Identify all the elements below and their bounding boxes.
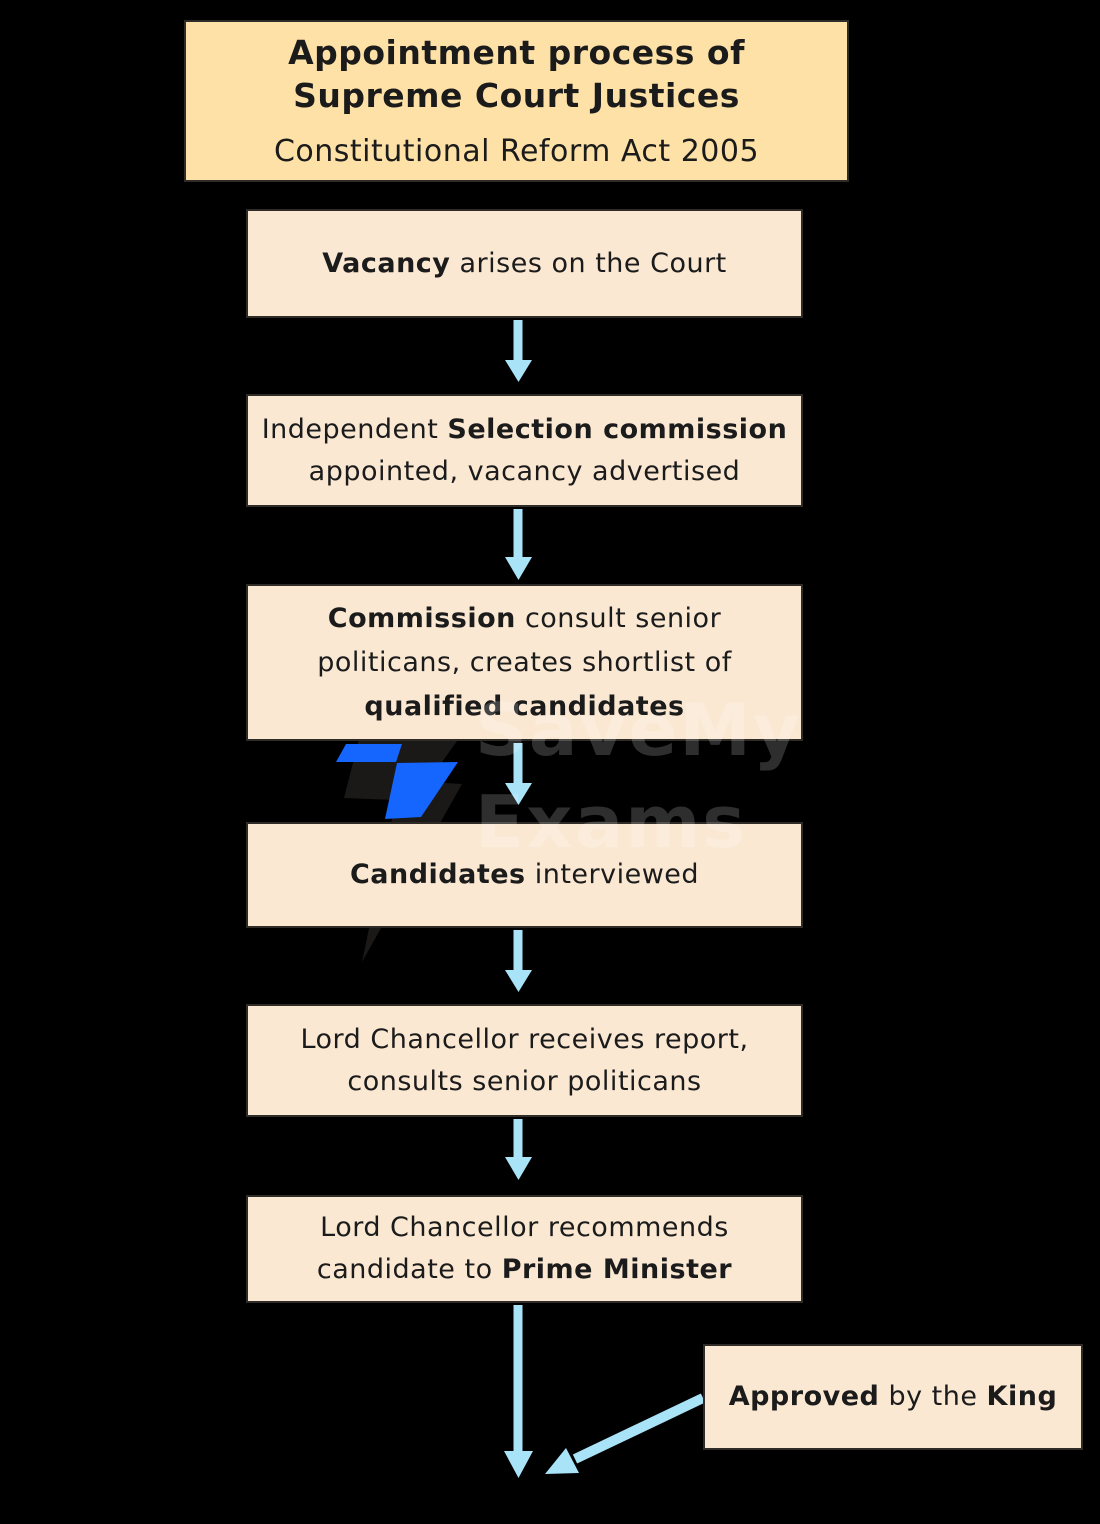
lightning-bolt-icon: [336, 744, 458, 819]
flow-box-approved-by-king: Approved by the King: [703, 1344, 1083, 1450]
flow-box-candidates-interviewed: Candidates interviewed: [246, 822, 803, 928]
arrow-down-4: [505, 930, 532, 992]
flow-arrows: [504, 320, 706, 1478]
subtitle: Constitutional Reform Act 2005: [273, 134, 760, 169]
arrow-down-3: [505, 743, 532, 805]
arrow-down-6: [504, 1305, 533, 1478]
arrow-diagonal-king: [545, 1393, 706, 1474]
arrow-down-2: [505, 509, 532, 580]
title-line-2: Supreme Court Justices: [293, 76, 740, 115]
title-box: Appointment process of Supreme Court Jus…: [184, 20, 849, 182]
arrow-down-5: [505, 1119, 532, 1180]
flow-box-vacancy: Vacancy arises on the Court: [246, 209, 803, 318]
flow-box-chancellor-report: Lord Chancellor receives report,consults…: [246, 1004, 803, 1117]
arrow-down-1: [505, 320, 532, 382]
title-line-1: Appointment process of: [288, 33, 745, 72]
